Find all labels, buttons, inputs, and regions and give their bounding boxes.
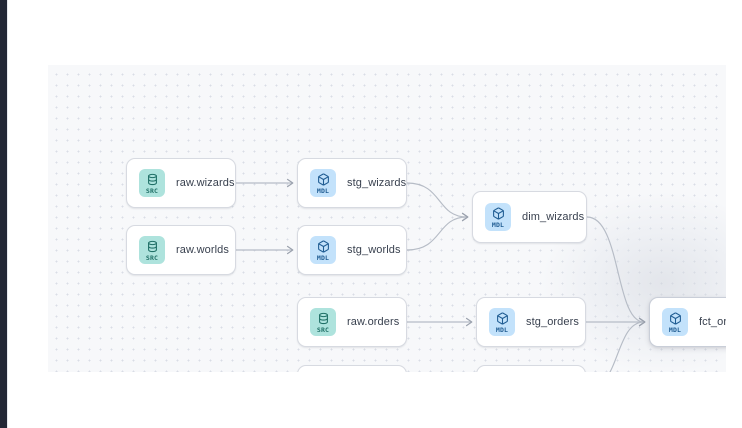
- node-kind-badge-src: SRC: [310, 308, 336, 336]
- node-kind-label: SRC: [145, 186, 159, 195]
- lineage-edge-arrowhead: [461, 212, 469, 222]
- node-kind-label: MDL: [316, 253, 330, 262]
- database-icon: [317, 312, 330, 325]
- collapsed-nav-rail[interactable]: [0, 0, 7, 428]
- nav-rail-divider: [7, 0, 8, 428]
- node-label: raw.orders: [347, 316, 400, 328]
- cube-icon: [669, 312, 682, 325]
- lineage-edge-arrowhead: [465, 317, 473, 327]
- node-kind-badge-src: SRC: [139, 169, 165, 197]
- lineage-node-stg_orders[interactable]: MDL stg_orders: [476, 297, 586, 347]
- node-kind-label: MDL: [491, 220, 505, 229]
- lineage-edge-arrowhead: [638, 317, 646, 327]
- node-label: stg_worlds: [347, 244, 401, 256]
- lineage-node-raw_orders[interactable]: SRC raw.orders: [297, 297, 407, 347]
- lineage-edge-arrowhead: [286, 245, 294, 255]
- node-kind-label: MDL: [668, 325, 682, 334]
- node-label: raw.worlds: [176, 244, 229, 256]
- node-kind-badge-mdl: MDL: [310, 169, 336, 197]
- node-kind-label: SRC: [316, 325, 330, 334]
- database-icon: [146, 240, 159, 253]
- node-kind-label: MDL: [316, 186, 330, 195]
- lineage-edge-stg_wands-to-fct_orders: [609, 321, 645, 372]
- node-kind-badge-mdl: MDL: [662, 308, 688, 336]
- lineage-node-fct_orders[interactable]: MDL fct_orders: [649, 297, 726, 347]
- lineage-edge-dim_wizards-to-fct_orders: [586, 216, 645, 323]
- node-kind-label: MDL: [495, 325, 509, 334]
- cube-icon: [317, 173, 330, 186]
- lineage-edge-arrowhead: [286, 178, 294, 188]
- lineage-edge-stg_wizards-to-dim_wizards: [406, 182, 468, 218]
- lineage-node-stg_wizards[interactable]: MDL stg_wizards: [297, 158, 407, 208]
- node-kind-badge-src: SRC: [139, 236, 165, 264]
- cube-icon: [317, 240, 330, 253]
- cube-icon: [492, 207, 505, 220]
- lineage-node-raw_wizards[interactable]: SRC raw.wizards: [126, 158, 236, 208]
- node-kind-badge-mdl: MDL: [310, 236, 336, 264]
- database-icon: [146, 173, 159, 186]
- node-kind-badge-mdl: MDL: [489, 308, 515, 336]
- lineage-edge-layer: [235, 178, 646, 372]
- node-kind-badge-mdl: MDL: [485, 203, 511, 231]
- node-kind-label: SRC: [145, 253, 159, 262]
- lineage-node-dim_wizards[interactable]: MDL dim_wizards: [472, 191, 587, 243]
- lineage-node-raw_worlds[interactable]: SRC raw.worlds: [126, 225, 236, 275]
- node-label: stg_wizards: [347, 177, 407, 189]
- lineage-node-stg_worlds[interactable]: MDL stg_worlds: [297, 225, 407, 275]
- node-label: raw.wizards: [176, 177, 235, 189]
- node-label: dim_wizards: [522, 211, 585, 223]
- cube-icon: [496, 312, 509, 325]
- node-label: stg_orders: [526, 316, 579, 328]
- node-label: fct_orders: [699, 316, 726, 328]
- lineage-edge-stg_worlds-to-dim_wizards: [406, 216, 468, 251]
